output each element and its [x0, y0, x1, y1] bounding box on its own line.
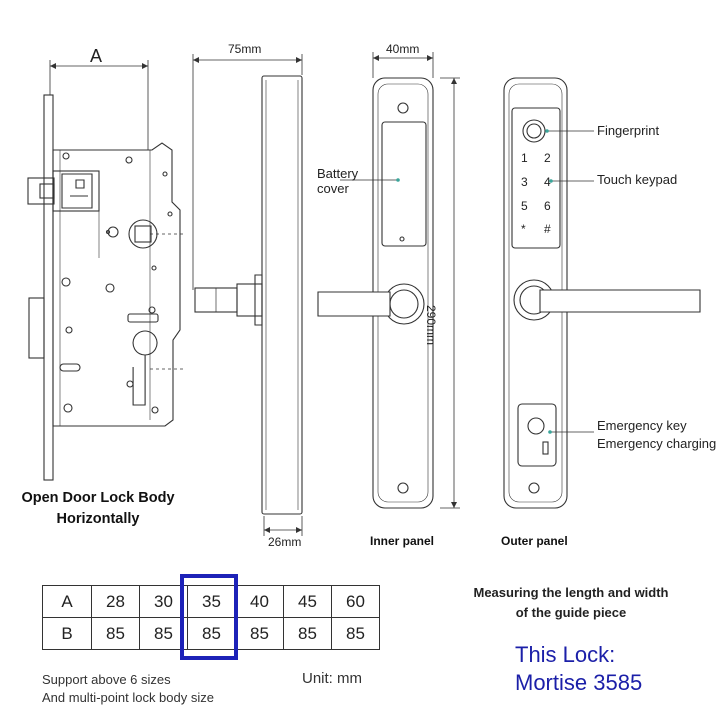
measuring-caption-line1: Measuring the length and width: [473, 585, 669, 600]
selected-size-highlight: [180, 574, 238, 660]
measuring-caption-line2: of the guide piece: [515, 605, 627, 620]
outer-panel-drawing: [503, 77, 701, 509]
table-cell: 85: [235, 617, 284, 650]
table-cell: 85: [187, 617, 236, 650]
emergency-key-label: Emergency key: [597, 418, 687, 433]
keypad-key-hash: #: [544, 222, 551, 236]
row-label-a: A: [42, 585, 92, 618]
this-lock-model: Mortise 3585: [515, 670, 643, 695]
keypad-key-3: 3: [521, 175, 528, 189]
emergency-charging-label: Emergency charging: [597, 436, 717, 451]
this-lock-label: This Lock:: [515, 642, 616, 667]
size-table: A 28 30 35 40 45 60 B 85 85 85 85 85 85: [42, 585, 380, 650]
keypad-key-1: 1: [521, 151, 528, 165]
lock-body-caption-line2: Horizontally: [56, 511, 140, 527]
table-cell: 60: [331, 585, 380, 618]
table-cell: 30: [139, 585, 188, 618]
support-note-line1: Support above 6 sizes: [42, 672, 171, 687]
keypad-key-star: *: [521, 222, 526, 236]
dimension-40mm: 40mm: [386, 42, 420, 56]
table-cell: 85: [139, 617, 188, 650]
table-cell: 45: [283, 585, 332, 618]
keypad-key-4: 4: [544, 175, 551, 189]
unit-note: Unit: mm: [302, 670, 362, 687]
table-cell: 85: [91, 617, 140, 650]
inner-panel-drawing: [317, 77, 434, 509]
fingerprint-label: Fingerprint: [597, 123, 660, 138]
row-label-b: B: [42, 617, 92, 650]
touch-keypad-label: Touch keypad: [597, 172, 678, 187]
keypad-key-2: 2: [544, 151, 551, 165]
dimension-290mm: 290mm: [424, 305, 438, 346]
table-cell: 40: [235, 585, 284, 618]
dimension-26mm: 26mm: [268, 535, 302, 549]
table-cell: 85: [331, 617, 380, 650]
support-note-line2: And multi-point lock body size: [42, 690, 214, 705]
battery-cover-label-line2: cover: [317, 181, 349, 196]
battery-cover-label-line1: Battery: [317, 166, 359, 181]
table-cell: 28: [91, 585, 140, 618]
dimension-a-label: A: [90, 46, 103, 66]
keypad-key-5: 5: [521, 199, 528, 213]
lock-body-caption-line1: Open Door Lock Body: [21, 490, 175, 506]
table-row: B 85 85 85 85 85 85: [42, 617, 380, 650]
inner-panel-caption: Inner panel: [370, 534, 435, 548]
keypad-key-6: 6: [544, 199, 551, 213]
lock-body-drawing: [27, 94, 185, 481]
table-cell: 85: [283, 617, 332, 650]
outer-panel-caption: Outer panel: [501, 534, 568, 548]
dimension-75mm: 75mm: [228, 42, 262, 56]
side-view-drawing: [194, 75, 303, 515]
